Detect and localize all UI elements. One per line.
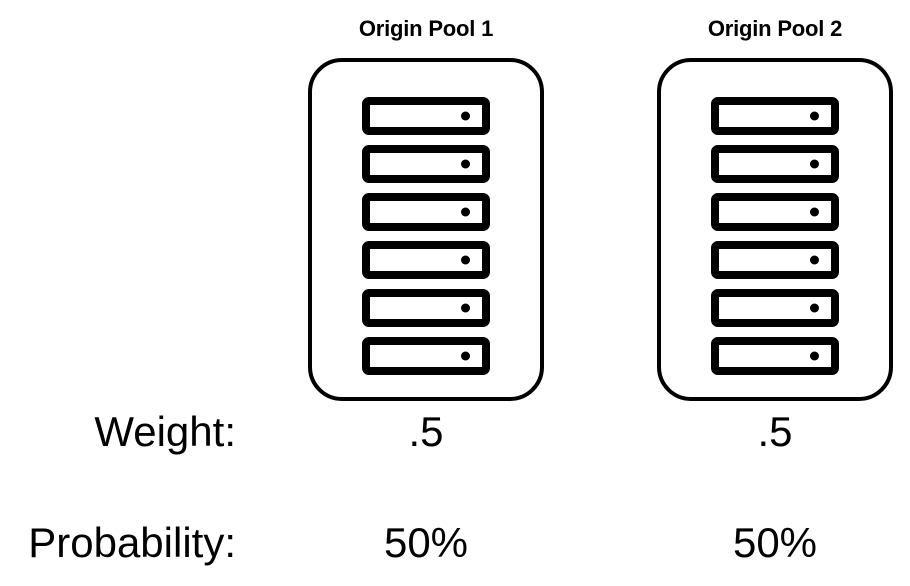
server-led-icon — [810, 351, 819, 361]
server-rack-unit-icon — [711, 289, 839, 327]
origin-pool-2-server-rack — [711, 97, 839, 375]
server-led-icon — [810, 207, 819, 217]
server-led-icon — [461, 111, 470, 121]
weight-row: Weight: .5 .5 — [0, 404, 910, 460]
server-led-icon — [461, 351, 470, 361]
server-rack-unit-icon — [711, 145, 839, 183]
server-rack-unit-icon — [362, 97, 490, 135]
server-led-icon — [810, 255, 819, 265]
server-rack-unit-icon — [711, 97, 839, 135]
weight-row-label: Weight: — [94, 408, 236, 455]
server-rack-unit-icon — [711, 193, 839, 231]
origin-pool-2-weight-value: .5 — [757, 408, 793, 455]
server-led-icon — [461, 303, 470, 313]
server-led-icon — [461, 207, 470, 217]
origin-pool-1-title: Origin Pool 1 — [358, 16, 494, 41]
origin-pool-1-container — [308, 58, 544, 401]
server-led-icon — [810, 111, 819, 121]
origin-pool-2-title: Origin Pool 2 — [707, 16, 843, 41]
server-led-icon — [810, 159, 819, 169]
server-rack-unit-icon — [362, 337, 490, 375]
server-led-icon — [810, 303, 819, 313]
origin-pool-1-probability-value: 50% — [383, 519, 469, 566]
server-led-icon — [461, 255, 470, 265]
server-rack-unit-icon — [362, 289, 490, 327]
origin-pool-2-probability-value: 50% — [732, 519, 818, 566]
origin-pool-1-weight-value: .5 — [408, 408, 444, 455]
server-rack-unit-icon — [711, 337, 839, 375]
server-rack-unit-icon — [362, 193, 490, 231]
origin-pool-2-container — [657, 58, 893, 401]
server-rack-unit-icon — [362, 241, 490, 279]
origin-pool-1-server-rack — [362, 97, 490, 375]
server-led-icon — [461, 159, 470, 169]
server-rack-unit-icon — [362, 145, 490, 183]
server-rack-unit-icon — [711, 241, 839, 279]
probability-row-label: Probability: — [28, 519, 236, 566]
probability-row: Probability: 50% 50% — [0, 515, 910, 571]
